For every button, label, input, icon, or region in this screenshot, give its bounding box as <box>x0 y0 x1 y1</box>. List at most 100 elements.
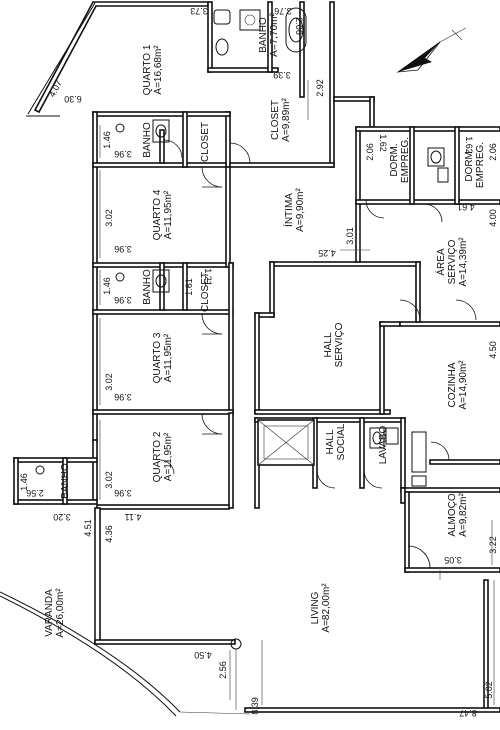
dim-label: 2.06 <box>488 143 498 161</box>
dim-label: 8.47 <box>459 708 477 718</box>
room-quarto-2: QUARTO 2 A=11,95m² <box>152 431 174 482</box>
room-name-2: SOCIAL <box>336 423 347 460</box>
column-marker <box>230 638 242 710</box>
room-name: ÁREA <box>434 248 447 276</box>
room-name: ALMOÇO <box>447 493 458 537</box>
room-almoco: ALMOÇO A=9,82m² <box>447 493 469 537</box>
dim-label: 1.61 <box>184 278 194 296</box>
north-arrow-icon <box>396 27 467 73</box>
room-area: A=11,95m² <box>163 190 174 239</box>
room-name: BANHO <box>142 269 153 305</box>
room-varanda: VARANDA A=26,00m² <box>44 588 66 638</box>
dim-label: 3.96 <box>114 295 132 305</box>
room-quarto-3: QUARTO 3 A=11,95m² <box>152 332 174 383</box>
room-closet-3: CLOSET <box>200 272 211 312</box>
room-area: A=82,00m² <box>321 583 332 633</box>
dim-label: 4.11 <box>125 512 142 522</box>
dim-label: 3.96 <box>114 149 132 159</box>
room-banho-2: BANHO <box>142 122 153 158</box>
dim-label: 3.02 <box>104 373 114 391</box>
dim-label: 1.62 <box>464 136 474 154</box>
room-name-2: EMPREG. <box>400 137 411 183</box>
room-name: DORM. <box>389 143 400 176</box>
dim-label: 4.50 <box>488 341 498 359</box>
room-intima: ÍNTIMA A=9,90m² <box>282 188 306 232</box>
dim-label: 4.50 <box>194 650 212 660</box>
room-area: A=7,70m² <box>269 13 280 57</box>
room-quarto-1: QUARTO 1 A=16,68m² <box>142 44 164 95</box>
room-name: CLOSET <box>270 100 281 140</box>
room-name: BANHO <box>60 463 71 499</box>
dim-label: 3.02 <box>104 471 114 489</box>
room-name: QUARTO 2 <box>152 431 163 482</box>
room-name: HALL <box>325 429 336 454</box>
bath-fixtures <box>35 7 449 487</box>
room-name: QUARTO 1 <box>142 44 153 95</box>
room-living: LIVING A=82,00m² <box>310 583 332 633</box>
room-area: A=11,95m² <box>163 432 174 481</box>
dim-label: 4.00 <box>488 209 498 227</box>
dim-label: 3.76 <box>274 6 292 16</box>
room-name: BANHO <box>258 17 269 53</box>
dim-label: 4.51 <box>83 519 93 537</box>
dim-label: 2.56 <box>26 488 44 498</box>
dim-label: 2.06 <box>365 143 375 161</box>
room-hall-servico: HALL SERVIÇO <box>323 322 345 367</box>
room-name: HALL <box>323 332 334 357</box>
room-area: A=9,89m² <box>281 98 292 142</box>
room-area: A=16,68m² <box>153 45 164 95</box>
room-name: ÍNTIMA <box>282 193 295 227</box>
dim-label: 3.05 <box>444 555 462 565</box>
dim-label: 3.22 <box>488 536 498 554</box>
dim-label: 3.01 <box>345 227 355 245</box>
elevator-shafts <box>257 419 315 466</box>
room-banho-master: BANHO A=7,70m² <box>258 13 280 57</box>
dim-label: 1.46 <box>102 131 112 149</box>
dimension-lines <box>94 80 495 705</box>
room-name: DORM. <box>464 148 475 181</box>
room-area: A=11,95m² <box>163 333 174 382</box>
room-name: CLOSET <box>200 272 211 312</box>
dim-label: 2.92 <box>315 79 325 97</box>
room-area: A=14,90m² <box>458 360 469 410</box>
room-area: A=26,00m² <box>55 588 66 638</box>
room-hall-social: HALL SOCIAL <box>325 423 347 460</box>
doors <box>159 139 477 569</box>
room-name: LIVING <box>310 591 321 624</box>
room-dorm-empreg-2: DORM. EMPREG. <box>464 142 486 188</box>
room-quarto-4: QUARTO 4 A=11,95m² <box>152 189 174 240</box>
room-name: BANHO <box>142 122 153 158</box>
room-name: LAVABO <box>378 426 389 465</box>
dim-label: 1.62 <box>378 134 388 152</box>
curved-facade <box>0 591 251 717</box>
room-name-2: SERVIÇO <box>334 322 345 367</box>
room-banho-3: BANHO <box>142 269 153 305</box>
room-area-servico: ÁREA SERVIÇO A=14,39m² <box>434 237 469 287</box>
dim-label: 3.96 <box>114 244 132 254</box>
dim-label: 5.02 <box>484 681 494 699</box>
room-banho-4: BANHO <box>60 463 71 499</box>
room-name-2: SERVIÇO <box>447 239 458 284</box>
room-area: A=14,39m² <box>458 237 469 287</box>
dim-label: 3.96 <box>114 392 132 402</box>
dim-label: 1.21 <box>203 268 213 286</box>
room-name: QUARTO 4 <box>152 189 163 240</box>
room-closet-1: CLOSET A=9,89m² <box>270 98 292 142</box>
room-name: VARANDA <box>44 589 55 637</box>
dim-label: 3.73 <box>190 6 208 16</box>
room-area: A=9,82m² <box>458 493 469 537</box>
dim-label: 3.39 <box>273 70 291 80</box>
room-name: CLOSET <box>200 122 211 162</box>
walls <box>13 1 500 713</box>
dim-label: 1.46 <box>19 473 29 491</box>
room-name: COZINHA <box>447 362 458 407</box>
room-cozinha: COZINHA A=14,90m² <box>447 360 469 410</box>
dim-label: 3.02 <box>104 209 114 227</box>
dim-label: 2.06 <box>294 17 304 35</box>
dim-label: 3.96 <box>114 488 132 498</box>
room-closet-2: CLOSET <box>200 122 211 162</box>
dim-label: 3.20 <box>53 512 71 522</box>
dim-label: 4.61 <box>457 202 475 212</box>
dim-label: 4.36 <box>104 525 114 543</box>
